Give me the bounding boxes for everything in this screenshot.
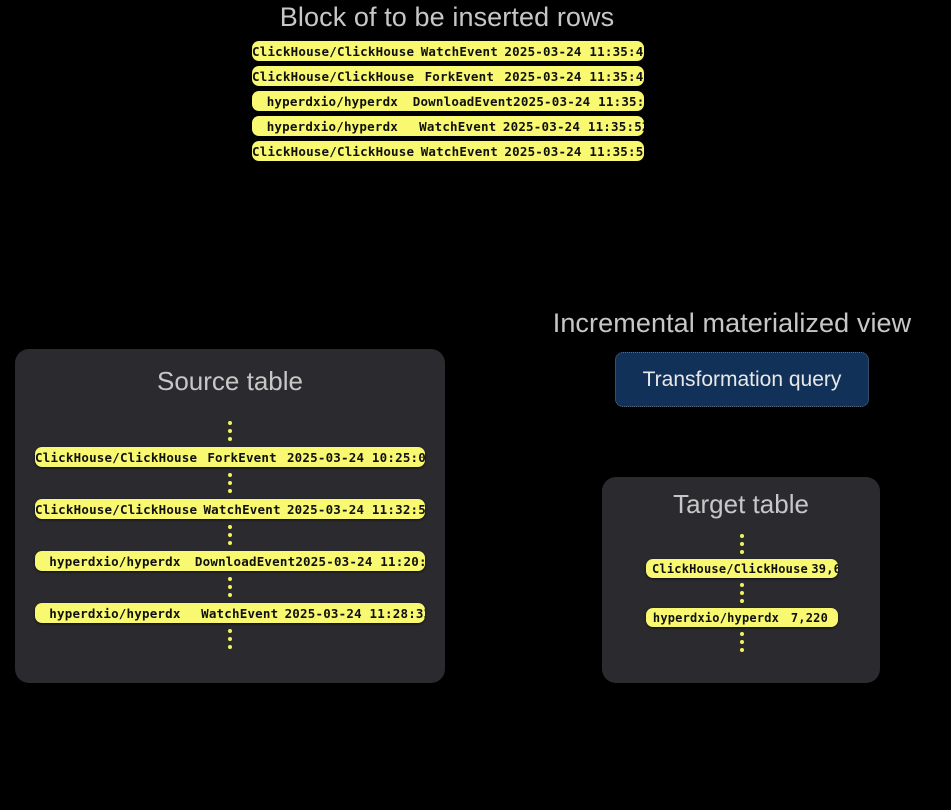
ellipsis-dot bbox=[740, 550, 744, 554]
cell-value: 7,220 bbox=[790, 610, 828, 625]
table-row: ClickHouse/ClickHouse WatchEvent 2025-03-2… bbox=[252, 41, 644, 61]
block-title: Block of to be inserted rows bbox=[279, 2, 615, 32]
ellipsis-dot bbox=[740, 591, 744, 595]
table-row: ClickHouse/ClickHouse ForkEvent 2025-03-24… bbox=[252, 66, 644, 86]
materialized-view-title: Incremental materialized view bbox=[552, 308, 912, 338]
source-table-panel: Source table ClickHouse/ClickHouse ForkEv… bbox=[15, 349, 445, 683]
row-separator-dots bbox=[740, 632, 744, 652]
ellipsis-dot bbox=[228, 645, 232, 649]
cell-value: 39,640 bbox=[811, 561, 838, 576]
cell-event: DownloadEvent bbox=[412, 93, 514, 109]
table-row: hyperdxio/hyperdx WatchEvent 2025-03-24 11… bbox=[35, 603, 425, 623]
row-separator-dots bbox=[228, 577, 232, 597]
target-table-title: Target table bbox=[673, 489, 809, 519]
row-separator-dots bbox=[228, 421, 232, 441]
cell-timestamp: 2025-03-24 11:20:12 bbox=[295, 553, 425, 569]
table-row: hyperdxio/hyperdx 7,220 bbox=[646, 608, 838, 627]
cell-timestamp: 2025-03-24 11:32:54 bbox=[286, 501, 425, 517]
ellipsis-dot bbox=[228, 473, 232, 477]
cell-event: ForkEvent bbox=[424, 68, 495, 84]
table-row: ClickHouse/ClickHouse ForkEvent 2025-03-24… bbox=[35, 447, 425, 467]
cell-event: WatchEvent bbox=[201, 605, 279, 621]
cell-repo: ClickHouse/ClickHouse bbox=[35, 449, 198, 465]
cell-event: WatchEvent bbox=[420, 43, 498, 59]
cell-repo: hyperdxio/hyperdx bbox=[49, 553, 181, 569]
cell-event: DownloadEvent bbox=[194, 553, 296, 569]
target-table-panel: Target table ClickHouse/ClickHouse39,640… bbox=[602, 477, 880, 683]
ellipsis-dot bbox=[740, 542, 744, 546]
cell-repo: hyperdxio/hyperdx bbox=[49, 605, 181, 621]
ellipsis-dot bbox=[228, 481, 232, 485]
ellipsis-dot bbox=[228, 629, 232, 633]
cell-timestamp: 2025-03-24 11:35:54 bbox=[504, 143, 644, 159]
ellipsis-dot bbox=[228, 593, 232, 597]
ellipsis-dot bbox=[740, 632, 744, 636]
cell-timestamp: 2025-03-24 10:25:00 bbox=[286, 449, 425, 465]
cell-timestamp: 2025-03-24 11:35:48 bbox=[513, 93, 644, 109]
ellipsis-dot bbox=[740, 640, 744, 644]
table-row: hyperdxio/hyperdx WatchEvent 2025-03-24 11… bbox=[252, 116, 644, 136]
transformation-query-box[interactable]: Transformation query bbox=[615, 352, 869, 407]
ellipsis-dot bbox=[740, 648, 744, 652]
row-separator-dots bbox=[740, 583, 744, 603]
cell-timestamp: 2025-03-24 11:35:40 bbox=[504, 43, 644, 59]
ellipsis-dot bbox=[228, 437, 232, 441]
ellipsis-dot bbox=[228, 541, 232, 545]
cell-repo: ClickHouse/ClickHouse bbox=[35, 501, 198, 517]
cell-repo: hyperdxio/hyperdx bbox=[266, 118, 399, 134]
cell-event: WatchEvent bbox=[419, 118, 497, 134]
ellipsis-dot bbox=[740, 534, 744, 538]
table-row: ClickHouse/ClickHouse WatchEvent 2025-03-2… bbox=[252, 141, 644, 161]
ellipsis-dot bbox=[228, 525, 232, 529]
cell-timestamp: 2025-03-24 11:35:52 bbox=[502, 118, 644, 134]
ellipsis-dot bbox=[228, 429, 232, 433]
ellipsis-dot bbox=[228, 421, 232, 425]
cell-repo: hyperdxio/hyperdx bbox=[652, 610, 780, 625]
ellipsis-dot bbox=[228, 585, 232, 589]
cell-repo: ClickHouse/ClickHouse bbox=[252, 68, 415, 84]
ellipsis-dot bbox=[228, 637, 232, 641]
ellipsis-dot bbox=[740, 599, 744, 603]
cell-timestamp: 2025-03-24 11:28:32 bbox=[284, 605, 425, 621]
cell-repo: ClickHouse/ClickHouse bbox=[652, 561, 808, 576]
source-table-rows: ClickHouse/ClickHouse ForkEvent 2025-03-24… bbox=[35, 415, 425, 655]
cell-event: WatchEvent bbox=[203, 501, 281, 517]
cell-repo: ClickHouse/ClickHouse bbox=[252, 143, 415, 159]
row-separator-dots bbox=[740, 534, 744, 554]
cell-repo: ClickHouse/ClickHouse bbox=[252, 43, 415, 59]
table-row: ClickHouse/ClickHouse WatchEvent 2025-03-2… bbox=[35, 499, 425, 519]
ellipsis-dot bbox=[740, 583, 744, 587]
ellipsis-dot bbox=[228, 533, 232, 537]
ellipsis-dot bbox=[228, 577, 232, 581]
row-separator-dots bbox=[228, 629, 232, 649]
ellipsis-dot bbox=[228, 489, 232, 493]
source-table-title: Source table bbox=[157, 366, 303, 396]
cell-event: WatchEvent bbox=[420, 143, 498, 159]
cell-repo: hyperdxio/hyperdx bbox=[266, 93, 399, 109]
row-separator-dots bbox=[228, 525, 232, 545]
cell-timestamp: 2025-03-24 11:35:44 bbox=[504, 68, 644, 84]
cell-event: ForkEvent bbox=[207, 449, 277, 465]
row-separator-dots bbox=[228, 473, 232, 493]
